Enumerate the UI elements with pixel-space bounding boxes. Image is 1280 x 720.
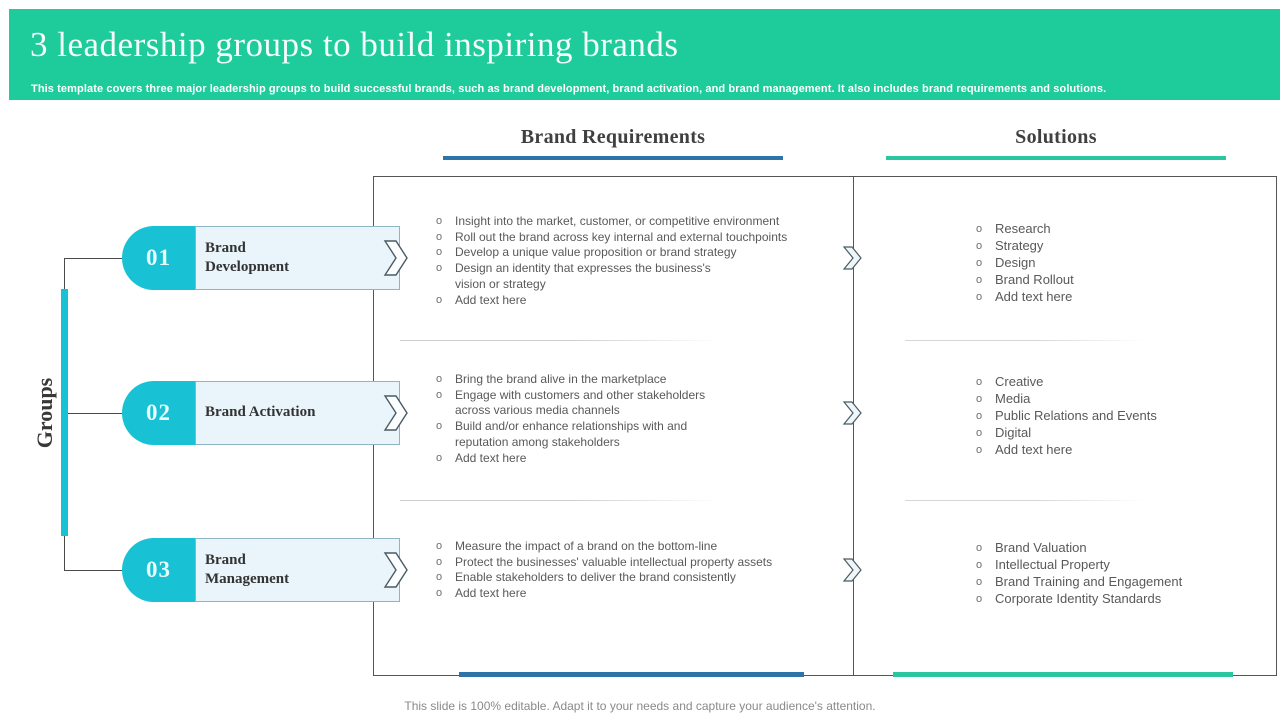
footer-note: This slide is 100% editable. Adapt it to… <box>404 699 876 713</box>
column-title-brand-requirements: Brand Requirements <box>520 126 706 148</box>
row-separator <box>905 500 1145 501</box>
row-separator <box>905 340 1145 341</box>
list-item: Add text here <box>973 442 1268 459</box>
connector-line <box>64 570 124 571</box>
chevron-right-icon <box>383 552 408 588</box>
list-item: Insight into the market, customer, or co… <box>433 214 845 230</box>
list-item: Corporate Identity Standards <box>973 591 1268 608</box>
list-item: Intellectual Property <box>973 557 1268 574</box>
group-number-badge: 03 <box>122 538 195 602</box>
list-item: Brand Training and Engagement <box>973 574 1268 591</box>
group-label: Brand Management <box>205 551 290 588</box>
connector-line <box>64 258 124 259</box>
list-item: Roll out the brand across key internal a… <box>433 230 845 246</box>
list-item: Brand Valuation <box>973 540 1268 557</box>
list-item: Research <box>973 221 1268 238</box>
solutions-underline <box>886 156 1226 160</box>
list-item: Engage with customers and other stakehol… <box>433 388 845 419</box>
solutions-list-group3: Brand Valuation Intellectual Property Br… <box>973 540 1268 608</box>
connector-line <box>64 413 124 414</box>
requirements-bottom-bar <box>459 672 804 677</box>
list-item: Media <box>973 391 1268 408</box>
solutions-list-group1: Research Strategy Design Brand Rollout A… <box>973 221 1268 306</box>
list-item: Enable stakeholders to deliver the brand… <box>433 570 845 586</box>
group-label: Brand Development <box>205 239 290 276</box>
slide-subtitle: This template covers three major leaders… <box>31 83 1107 95</box>
group-label-box: Brand Development <box>195 226 400 290</box>
list-item: Bring the brand alive in the marketplace <box>433 372 845 388</box>
list-item: Digital <box>973 425 1268 442</box>
requirements-list-group3: Measure the impact of a brand on the bot… <box>433 539 845 602</box>
group-row-brand-management: 03 Brand Management <box>0 538 420 602</box>
list-item: Strategy <box>973 238 1268 255</box>
chevron-right-icon <box>842 401 862 425</box>
list-item: Add text here <box>433 451 845 467</box>
chevron-right-icon <box>383 240 408 276</box>
list-item: Design an identity that expresses the bu… <box>433 261 845 292</box>
chevron-right-icon <box>383 395 408 431</box>
group-number-badge: 01 <box>122 226 195 290</box>
list-item: Public Relations and Events <box>973 408 1268 425</box>
group-label-box: Brand Activation <box>195 381 400 445</box>
group-label-box: Brand Management <box>195 538 400 602</box>
list-item: Build and/or enhance relationships with … <box>433 419 845 450</box>
requirements-list-group2: Bring the brand alive in the marketplace… <box>433 372 845 466</box>
column-divider <box>853 176 854 676</box>
group-label: Brand Activation <box>205 404 316 421</box>
solutions-bottom-bar <box>893 672 1233 677</box>
solutions-list-group2: Creative Media Public Relations and Even… <box>973 374 1268 459</box>
slide-title: 3 leadership groups to build inspiring b… <box>30 25 679 64</box>
requirements-underline <box>443 156 783 160</box>
list-item: Add text here <box>433 293 845 309</box>
chevron-right-icon <box>842 246 862 270</box>
list-item: Design <box>973 255 1268 272</box>
list-item: Brand Rollout <box>973 272 1268 289</box>
chevron-right-icon <box>842 558 862 582</box>
list-item: Protect the businesses' valuable intelle… <box>433 555 845 571</box>
requirements-list-group1: Insight into the market, customer, or co… <box>433 214 845 308</box>
row-separator <box>400 340 720 341</box>
group-row-brand-activation: 02 Brand Activation <box>0 381 420 445</box>
list-item: Add text here <box>973 289 1268 306</box>
row-separator <box>400 500 720 501</box>
list-item: Add text here <box>433 586 845 602</box>
list-item: Creative <box>973 374 1268 391</box>
groups-accent-bar <box>61 289 68 536</box>
list-item: Measure the impact of a brand on the bot… <box>433 539 845 555</box>
group-row-brand-development: 01 Brand Development <box>0 226 420 290</box>
column-title-solutions: Solutions <box>1015 126 1097 148</box>
group-number-badge: 02 <box>122 381 195 445</box>
slide-header: 3 leadership groups to build inspiring b… <box>9 9 1280 100</box>
list-item: Develop a unique value proposition or br… <box>433 245 845 261</box>
